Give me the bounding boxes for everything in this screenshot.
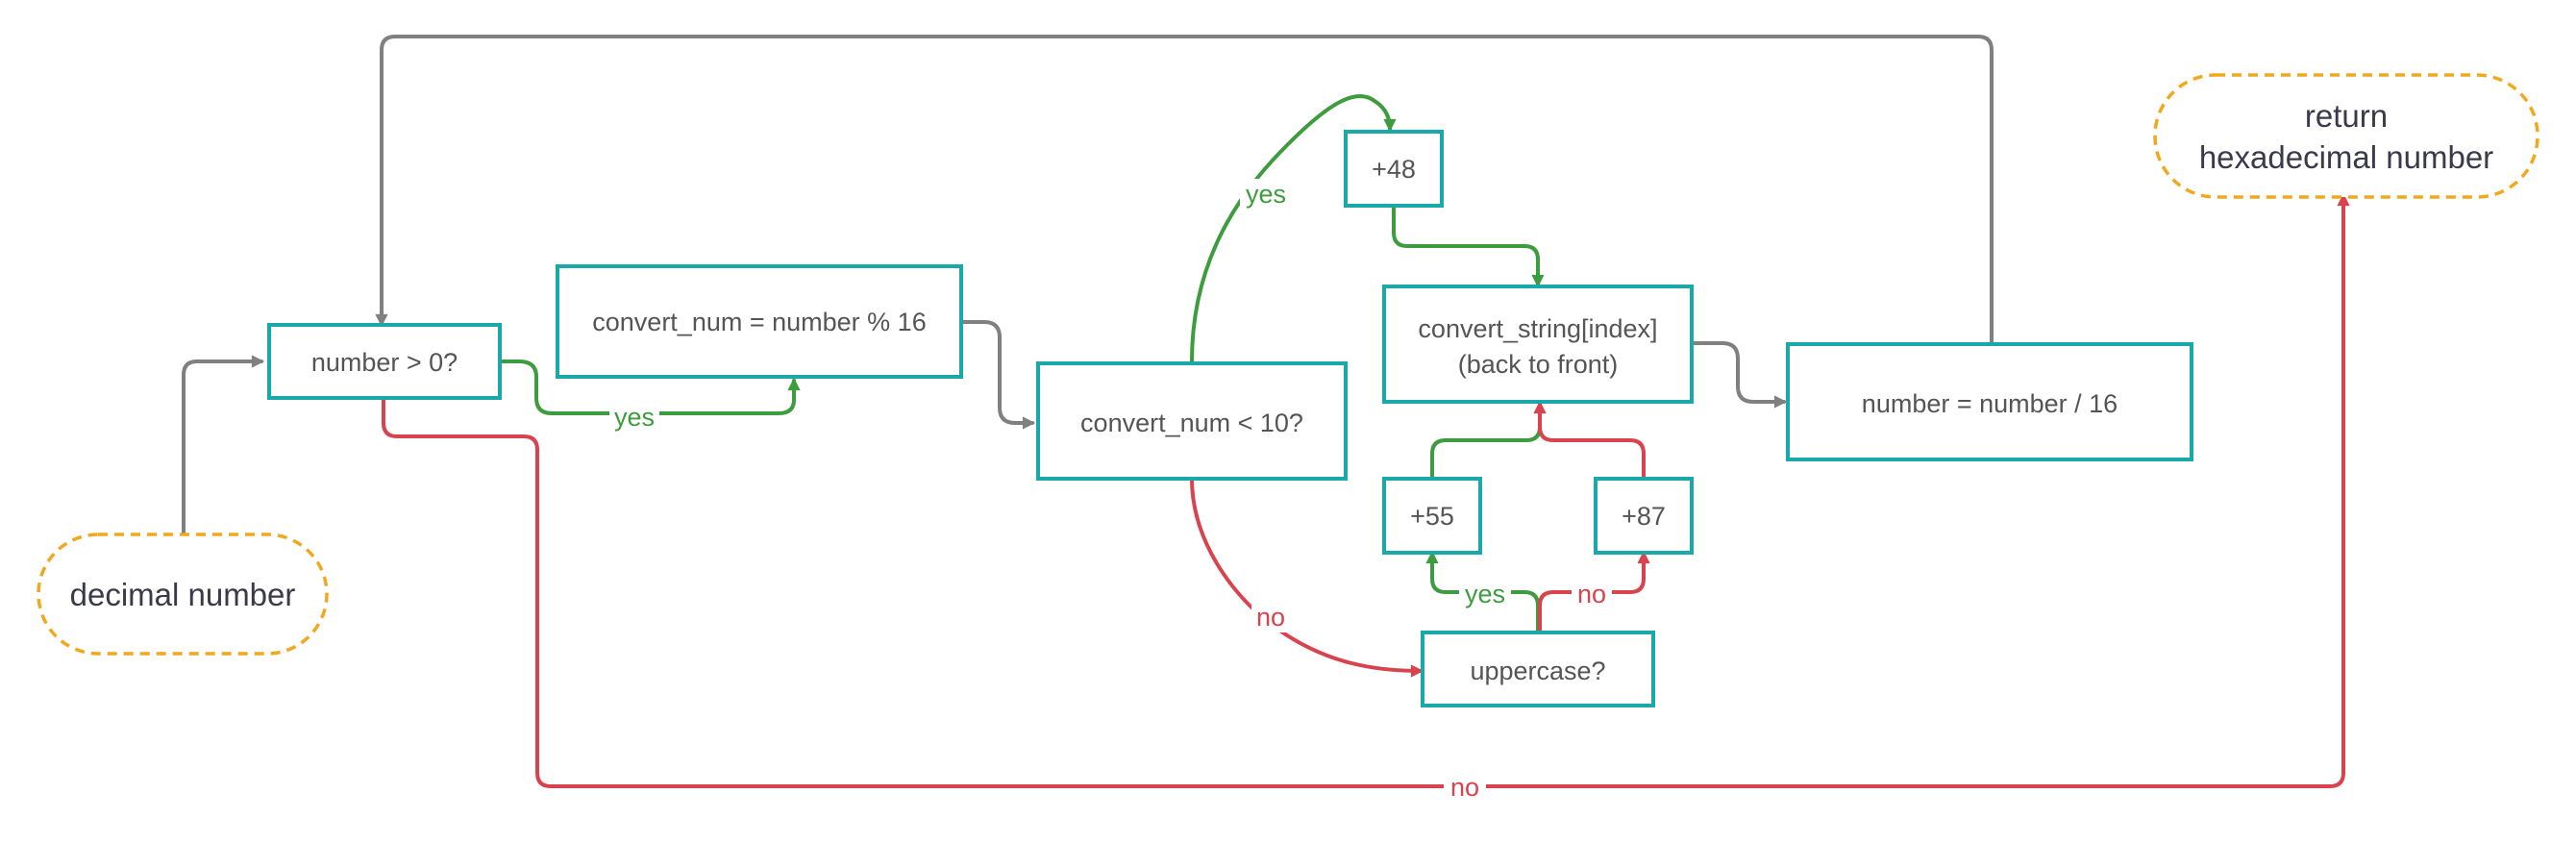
edge-label-lt10-yes: yes: [1246, 180, 1286, 209]
edge-label-positive-yes: yes: [614, 403, 655, 432]
condition-lt10-label: convert_num < 10?: [1080, 409, 1303, 437]
edge-add55-to-assign: [1430, 400, 1547, 481]
edge-label-lt10-no: no: [1256, 603, 1285, 632]
edge-condition-no-to-end: [382, 192, 2350, 788]
node-add87[interactable]: +87: [1594, 477, 1694, 555]
edge-add48-to-assign: [1392, 205, 1545, 288]
start-label: decimal number: [70, 577, 296, 612]
node-modulo[interactable]: convert_num = number % 16: [556, 264, 963, 379]
modulo-label: convert_num = number % 16: [592, 308, 926, 336]
assign-label-line1: convert_string[index]: [1418, 314, 1657, 343]
condition-positive-label: number > 0?: [311, 348, 458, 377]
end-label-line2: hexadecimal number: [2199, 139, 2493, 175]
node-divide[interactable]: number = number / 16: [1786, 342, 2193, 461]
assign-label-line2: (back to front): [1458, 350, 1619, 379]
edge-add87-to-assign: [1533, 400, 1646, 481]
node-assign[interactable]: convert_string[index] (back to front): [1382, 285, 1694, 404]
node-condition-lt10[interactable]: convert_num < 10?: [1036, 361, 1348, 481]
divide-label: number = number / 16: [1862, 389, 2118, 418]
node-start[interactable]: decimal number: [37, 533, 329, 656]
add55-label: +55: [1410, 502, 1454, 531]
node-add55[interactable]: +55: [1382, 477, 1482, 555]
node-end[interactable]: return hexadecimal number: [2153, 73, 2539, 199]
uppercase-label: uppercase?: [1470, 657, 1605, 685]
edge-divide-loop-to-condition: [375, 35, 1994, 345]
node-uppercase[interactable]: uppercase?: [1421, 631, 1655, 707]
edge-modulo-to-lt10: [960, 320, 1036, 430]
add87-label: +87: [1622, 502, 1666, 531]
edge-label-uppercase-yes: yes: [1465, 580, 1505, 608]
edge-labels: yes yes no yes no no: [609, 179, 1612, 802]
edge-start-to-condition: [182, 355, 265, 536]
end-label-line1: return: [2305, 98, 2388, 134]
edge-label-uppercase-no: no: [1577, 580, 1606, 608]
node-condition-positive[interactable]: number > 0?: [267, 323, 502, 400]
edge-lt10-yes-to-add48: [1190, 94, 1397, 363]
edge-label-positive-no: no: [1450, 773, 1479, 802]
add48-label: +48: [1372, 155, 1416, 184]
edge-assign-to-divide: [1690, 341, 1788, 409]
node-add48[interactable]: +48: [1344, 130, 1444, 208]
edge-condition-yes-to-modulo: [500, 360, 801, 415]
